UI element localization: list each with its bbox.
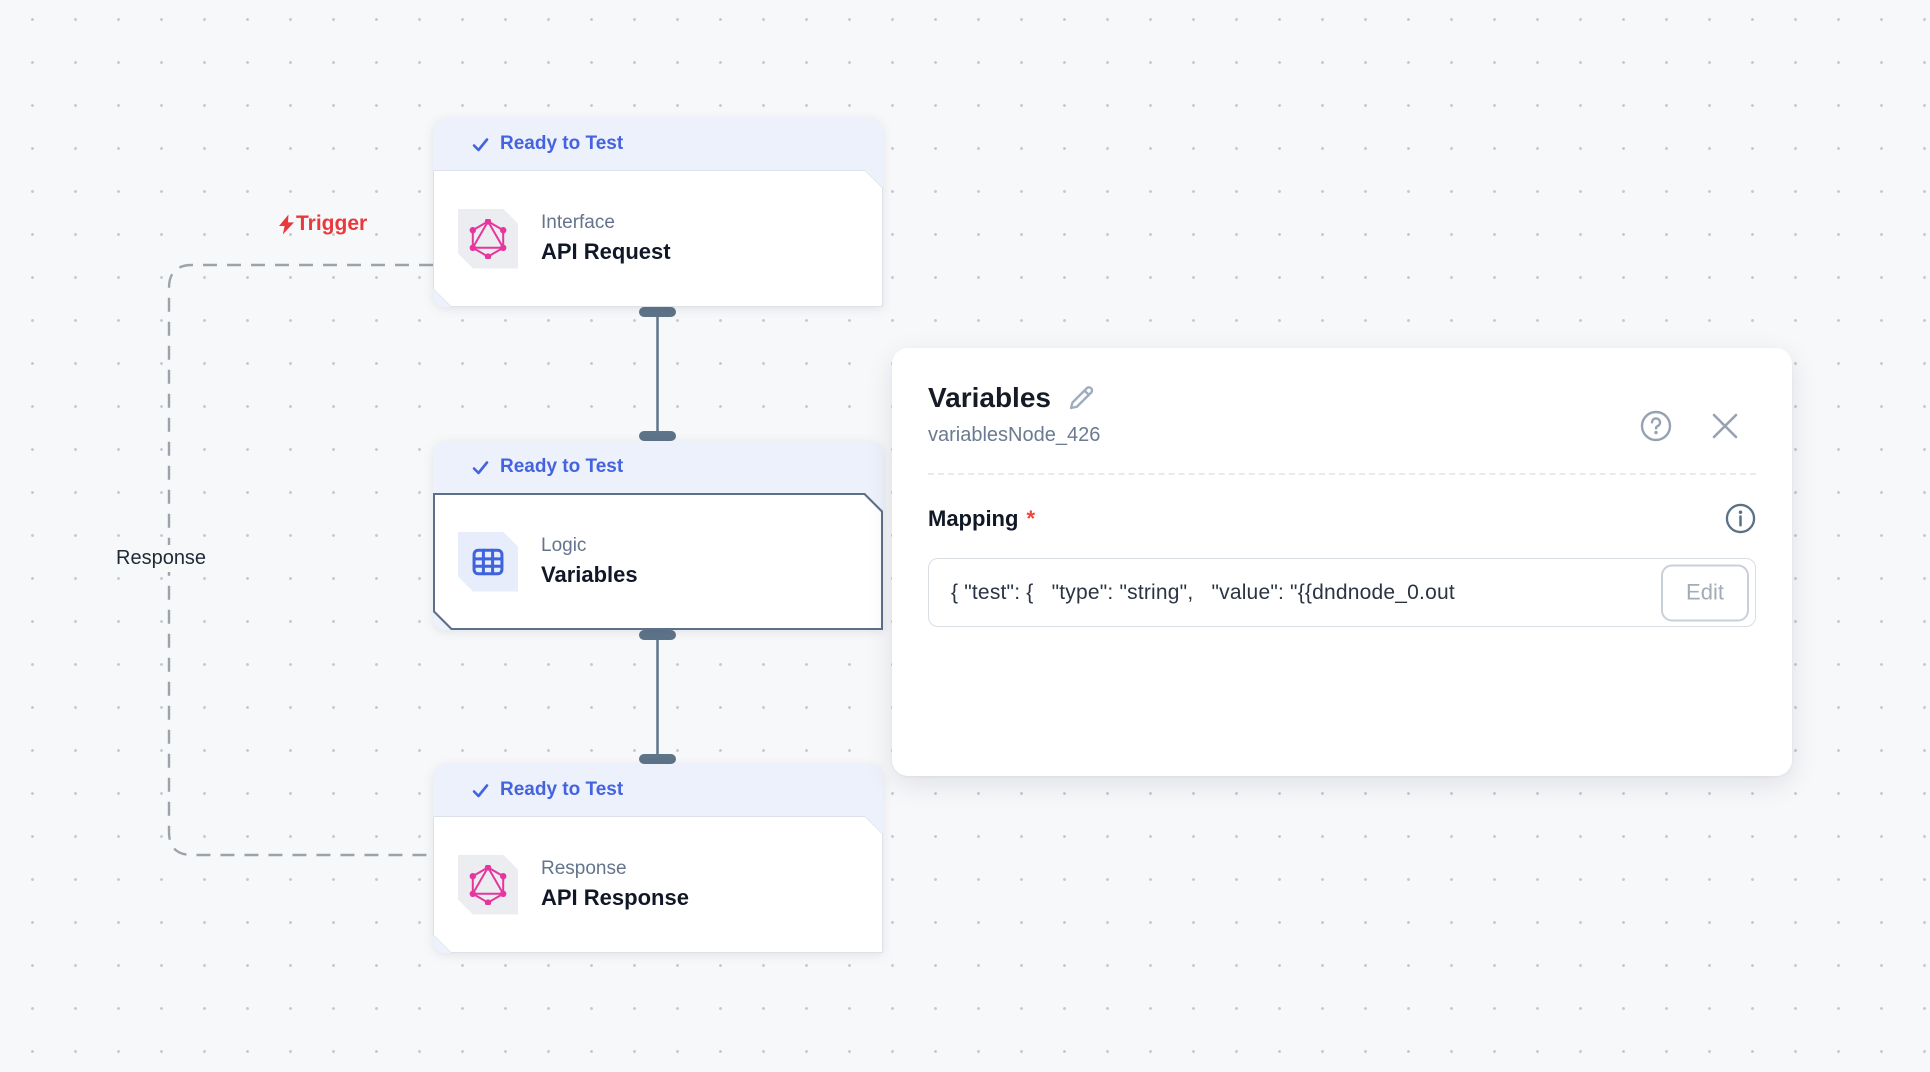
node-category: Logic [541, 535, 587, 556]
panel-title: Variables [928, 382, 1051, 413]
lightning-icon [279, 214, 294, 234]
close-icon[interactable] [1710, 411, 1740, 441]
graphql-icon [458, 855, 518, 915]
mapping-label: Mapping* [928, 505, 1035, 531]
connector-handle[interactable] [639, 431, 676, 441]
table-icon [458, 532, 518, 592]
status-badge-text: Ready to Test [500, 133, 624, 154]
status-badge: Ready to Test [433, 764, 883, 816]
status-badge: Ready to Test [433, 118, 883, 170]
node-card: Logic Variables [433, 493, 883, 630]
variables-panel: Variables variablesNode_426 Mapping* [892, 348, 1792, 776]
response-edge[interactable] [167, 263, 433, 857]
status-badge-text: Ready to Test [500, 779, 624, 800]
node-api-response[interactable]: Ready to Test [433, 764, 883, 953]
connector-handle[interactable] [639, 630, 676, 640]
help-icon[interactable] [1640, 410, 1672, 442]
trigger-edge-label: Trigger [278, 212, 367, 236]
connector-handle[interactable] [639, 307, 676, 317]
node-card: Response API Response [433, 816, 883, 953]
node-variables[interactable]: Ready to Test Logic Variables [433, 441, 883, 630]
mapping-input[interactable]: { "test": { "type": "string", "value": "… [928, 558, 1756, 627]
status-badge: Ready to Test [433, 441, 883, 493]
node-title: Variables [541, 562, 638, 587]
check-icon [472, 783, 489, 797]
node-api-request[interactable]: Ready to Test [433, 118, 883, 307]
node-category: Response [541, 858, 627, 879]
required-marker: * [1026, 505, 1035, 531]
check-icon [472, 137, 489, 151]
trigger-edge-label-text: Trigger [296, 212, 368, 235]
node-category: Interface [541, 212, 615, 233]
panel-divider [928, 473, 1756, 475]
status-badge-text: Ready to Test [500, 456, 624, 477]
check-icon [472, 460, 489, 474]
connector-handle[interactable] [639, 754, 676, 764]
node-title: API Response [541, 885, 689, 910]
node-card: Interface API Request [433, 170, 883, 307]
mapping-value: { "test": { "type": "string", "value": "… [951, 580, 1455, 604]
edit-mapping-button[interactable]: Edit [1661, 564, 1749, 621]
response-edge-label: Response [110, 545, 213, 572]
node-id-label: variablesNode_426 [928, 424, 1101, 446]
edit-title-pencil-icon[interactable] [1066, 383, 1096, 413]
graphql-icon [458, 209, 518, 269]
node-title: API Request [541, 239, 671, 264]
info-icon[interactable] [1725, 503, 1756, 534]
